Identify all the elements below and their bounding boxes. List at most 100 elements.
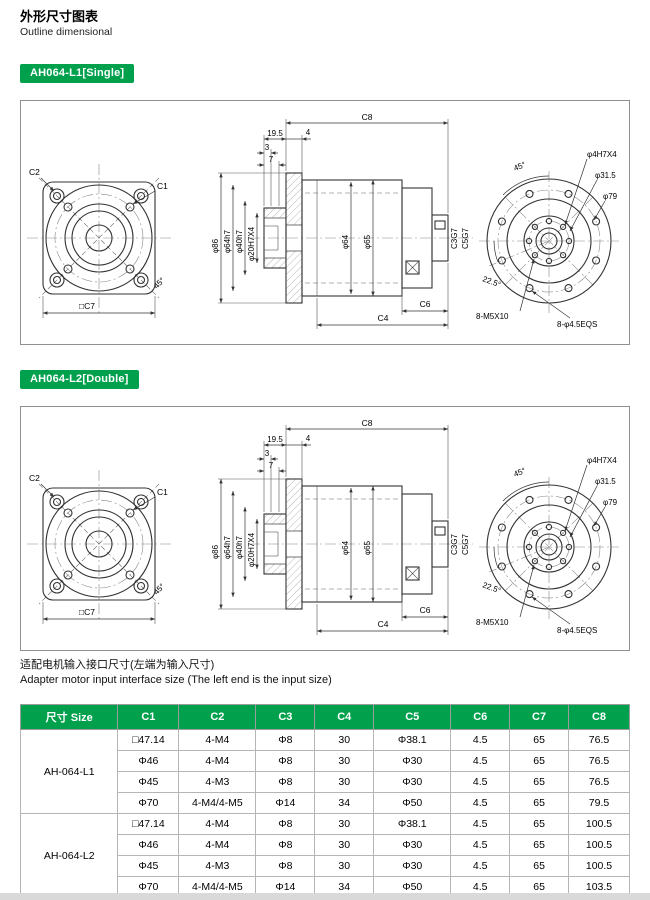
dim-4: 4 xyxy=(306,128,311,137)
bottom-strip xyxy=(0,893,650,900)
section-view: C8 19.5 4 3 7 φ86 φ64h7 φ40h7 φ20H7X4 φ6… xyxy=(211,112,473,329)
table-cell: 4.5 xyxy=(450,855,511,877)
model-name-cell: AH-064-L2 xyxy=(19,813,119,898)
table-cell: 65 xyxy=(509,729,570,751)
table-cell: 65 xyxy=(509,792,570,814)
table-cell: 100.5 xyxy=(568,834,630,856)
table-cell: 4.5 xyxy=(450,834,511,856)
dim-7: 7 xyxy=(269,155,274,164)
table-cell: 65 xyxy=(509,834,570,856)
table-cell: 76.5 xyxy=(568,771,630,793)
dim-8-phi4-5eqs: 8-φ4.5EQS xyxy=(557,626,597,635)
table-cell: 76.5 xyxy=(568,750,630,772)
dim-c5g7: C5G7 xyxy=(461,534,470,555)
dim-c2: C2 xyxy=(29,473,40,483)
dim-c6: C6 xyxy=(420,299,431,309)
dim-phi79: φ79 xyxy=(603,498,618,507)
table-cell: 30 xyxy=(314,750,375,772)
title-block: 外形尺寸图表 Outline dimensional xyxy=(20,6,112,38)
table-cell: □47.14 xyxy=(117,729,180,751)
front-view: C2 C1 45° □C7 xyxy=(27,164,171,318)
table-cell: 65 xyxy=(509,876,570,898)
table-cell: 4-M3 xyxy=(178,771,257,793)
dim-c1: C1 xyxy=(157,181,168,191)
table-cell: 4-M4 xyxy=(178,834,257,856)
table-header-cell: C6 xyxy=(450,704,511,730)
table-cell: 30 xyxy=(314,729,375,751)
table-cell: 4.5 xyxy=(450,729,511,751)
dim-7: 7 xyxy=(269,461,274,470)
dim-phi79: φ79 xyxy=(603,192,618,201)
dim-c8: C8 xyxy=(362,112,373,122)
table-header-cell: C8 xyxy=(568,704,630,730)
dim-phi86: φ86 xyxy=(211,544,220,559)
table-cell: 30 xyxy=(314,834,375,856)
front-view: C2 C1 45° □C7 xyxy=(27,470,171,624)
table-cell: 4.5 xyxy=(450,813,511,835)
dim-c2: C2 xyxy=(29,167,40,177)
dim-phi20h7x4: φ20H7X4 xyxy=(247,226,256,261)
dim-c4: C4 xyxy=(378,619,389,629)
table-cell: Φ50 xyxy=(373,792,452,814)
model-badge-l1: AH064-L1[Single] xyxy=(20,64,135,83)
table-cell: Φ8 xyxy=(255,771,316,793)
table-cell: 65 xyxy=(509,855,570,877)
table-cell: 34 xyxy=(314,792,375,814)
dim-phi64: φ64 xyxy=(341,540,350,555)
dim-phi20h7x4: φ20H7X4 xyxy=(247,532,256,567)
dim-19-5: 19.5 xyxy=(267,435,283,444)
dim-c3g7: C3G7 xyxy=(450,228,459,249)
page-subtitle: Outline dimensional xyxy=(20,26,113,38)
table-cell: 4.5 xyxy=(450,792,511,814)
dim-45deg-rear: 45° xyxy=(512,160,527,173)
table-cell: Φ8 xyxy=(255,729,316,751)
rear-view: 45° 22.5° φ4H7X4 φ31.5 φ79 8-M5X10 8-φ4.… xyxy=(476,456,619,635)
dim-c1: C1 xyxy=(157,487,168,497)
dim-phi64: φ64 xyxy=(341,234,350,249)
dim-c4: C4 xyxy=(378,313,389,323)
table-cell: Φ14 xyxy=(255,876,316,898)
table-cell: 4.5 xyxy=(450,771,511,793)
dim-phi31-5: φ31.5 xyxy=(595,477,616,486)
table-cell: Φ8 xyxy=(255,834,316,856)
table-cell: 76.5 xyxy=(568,729,630,751)
table-cell: Φ45 xyxy=(117,771,180,793)
table-cell: Φ46 xyxy=(117,750,180,772)
table-header-cell: 尺寸 Size xyxy=(19,704,119,730)
dim-c7: □C7 xyxy=(79,301,95,311)
dim-phi4h7x4: φ4H7X4 xyxy=(587,150,617,159)
table-cell: Φ38.1 xyxy=(373,729,452,751)
table-cell: Φ30 xyxy=(373,771,452,793)
table-cell: 4-M4/4-M5 xyxy=(178,792,257,814)
table-cell: Φ50 xyxy=(373,876,452,898)
table-cell: 100.5 xyxy=(568,855,630,877)
dim-c7: □C7 xyxy=(79,607,95,617)
table-cell: Φ45 xyxy=(117,855,180,877)
table-cell: Φ30 xyxy=(373,834,452,856)
table-cell: 79.5 xyxy=(568,792,630,814)
table-cell: Φ46 xyxy=(117,834,180,856)
dim-4: 4 xyxy=(306,434,311,443)
table-cell: 4-M4 xyxy=(178,729,257,751)
table-header-cell: C4 xyxy=(314,704,375,730)
dim-8-m5x10: 8-M5X10 xyxy=(476,312,509,321)
table-cell: 4-M4 xyxy=(178,750,257,772)
dim-phi40h7: φ40h7 xyxy=(235,535,244,559)
dim-3: 3 xyxy=(265,449,270,458)
table-cell: 65 xyxy=(509,813,570,835)
dim-phi4h7x4: φ4H7X4 xyxy=(587,456,617,465)
table-cell: 4.5 xyxy=(450,750,511,772)
table-cell: Φ30 xyxy=(373,855,452,877)
drawing-l2: C2 C1 45° □C7 xyxy=(20,406,630,651)
dim-45deg-rear: 45° xyxy=(512,466,527,479)
dimension-drawing: C2 C1 45° □C7 xyxy=(27,418,619,635)
table-cell: 65 xyxy=(509,771,570,793)
table-cell: 30 xyxy=(314,855,375,877)
